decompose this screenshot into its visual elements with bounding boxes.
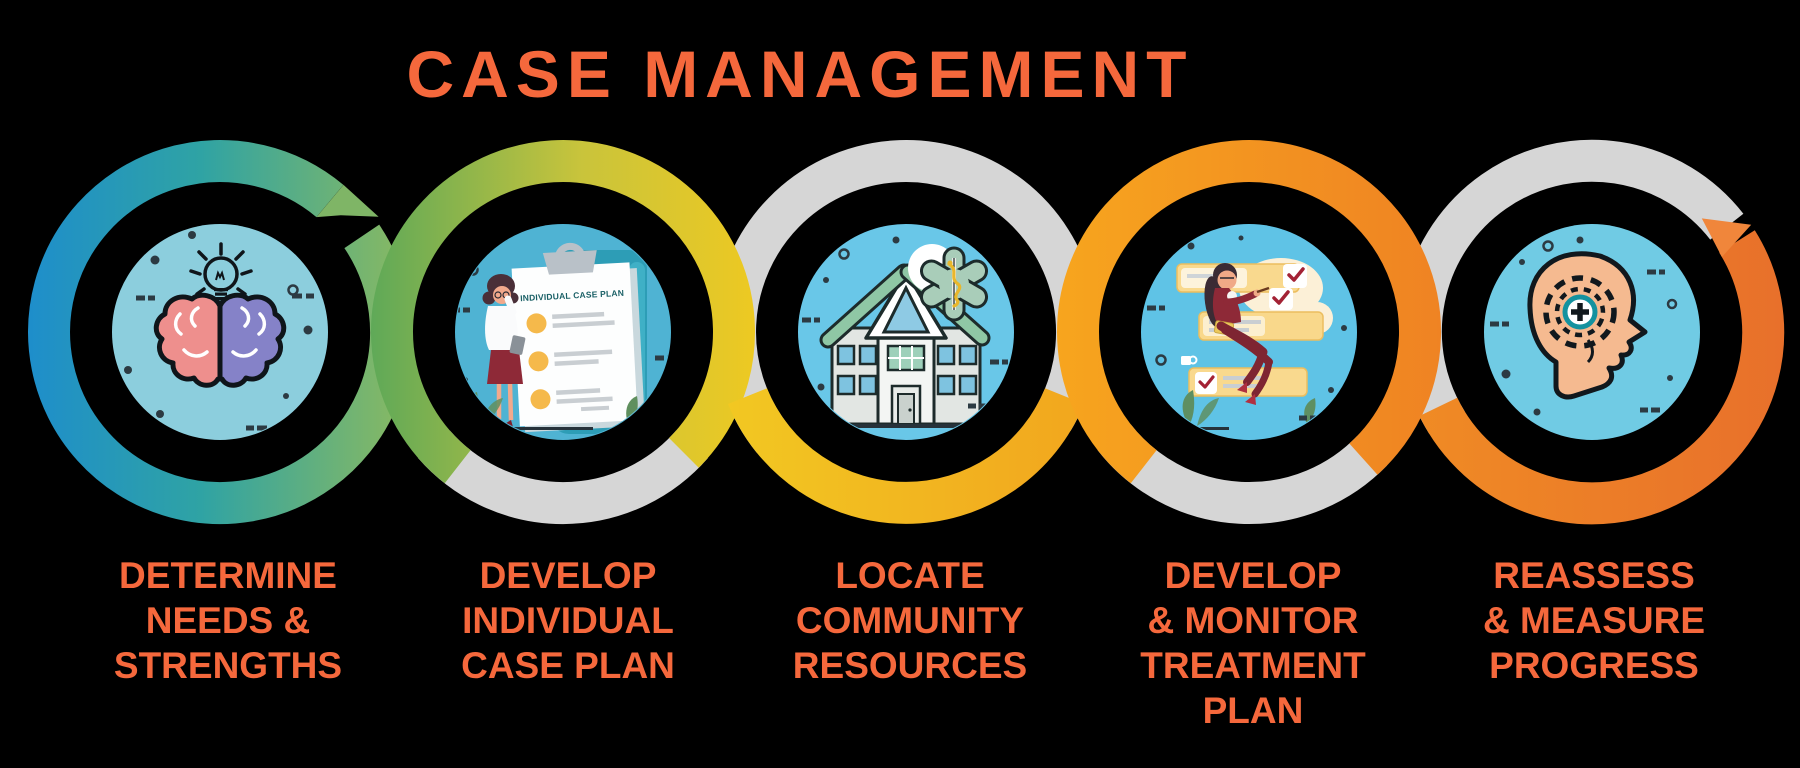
step-label-develop-individual-case-plan: DEVELOP INDIVIDUAL CASE PLAN [461,555,675,686]
checklist-card [1176,263,1307,293]
ribbon-end-arrowhead-icon [1701,218,1752,257]
step-label-develop-monitor-treatment-plan: DEVELOP & MONITOR TREATMENT PLAN [1140,555,1366,731]
step-ring-1 [28,140,413,525]
step-ring-2 [371,139,755,484]
ribbon-start-notch [316,184,379,218]
step-icon-treatment-checklist [1141,224,1357,440]
step-icon-brain [112,224,328,440]
medical-star-icon [919,246,989,322]
step-icon-case-plan: INDIVIDUAL CASE PLAN [455,224,671,440]
page-title: CASE MANAGEMENT [406,37,1194,111]
ring-2-gray-arc [418,430,708,524]
step-label-determine-needs-strengths: DETERMINE NEEDS & STRENGTHS [113,555,343,686]
step-ring-5 [1419,218,1785,525]
step-icon-community-building [798,224,1014,440]
plant-icon [1182,390,1316,426]
window-icon [836,344,978,396]
step-label-reassess-measure-progress: REASSESS & MEASURE PROGRESS [1482,555,1706,686]
step-label-locate-community-resources: LOCATE COMMUNITY RESOURCES [792,555,1028,686]
target-cross-icon [1543,275,1617,349]
case-worker-figure [482,274,526,427]
step-ring-4 [1057,139,1442,484]
seated-woman-figure [1204,263,1273,405]
step-ring-3 [728,387,1084,524]
step-icon-head-progress [1484,224,1700,440]
